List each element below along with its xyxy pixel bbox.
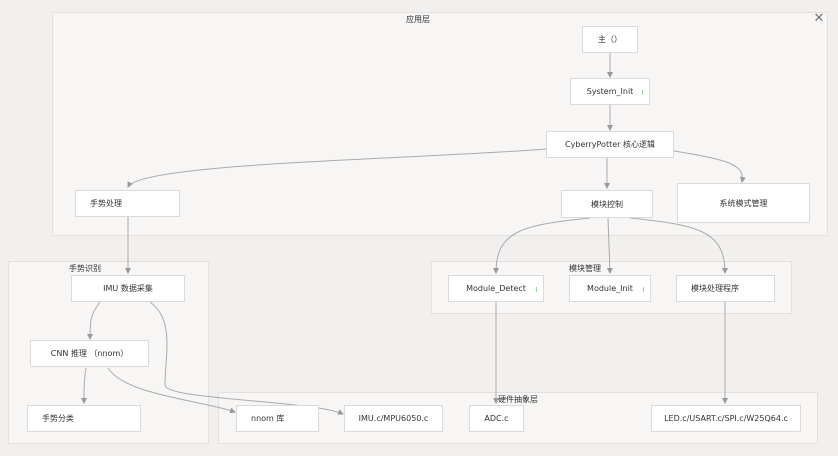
close-icon[interactable]: ✕ (813, 11, 825, 26)
node-system-init-label: System_Init (586, 87, 634, 96)
node-adc-file-label: ADC.c (484, 414, 509, 423)
node-nnom-lib-label: nnom 库 (251, 414, 285, 423)
node-gesture-handle-label: 手势处理 (90, 199, 122, 208)
group-app-layer-label: 应用层 (406, 15, 430, 24)
node-module-detect[interactable]: Module_Detect (448, 275, 544, 302)
group-gesture-recognition-label: 手势识别 (69, 264, 101, 273)
node-marker (642, 89, 643, 95)
node-module-proc[interactable]: 模块处理程序 (676, 275, 775, 302)
node-imu-collect-label: IMU 数据采集 (103, 284, 153, 293)
node-cnn-infer[interactable]: CNN 推理 （nnom） (30, 340, 149, 367)
node-system-init[interactable]: System_Init (570, 78, 650, 105)
node-gesture-classify-label: 手势分类 (42, 414, 74, 423)
node-gesture-handle[interactable]: 手势处理 (75, 190, 180, 217)
node-module-control-label: 模块控制 (591, 199, 623, 209)
node-main-label: 主（） (598, 35, 622, 44)
node-core-logic-label: CyberryPotter 核心逻辑 (565, 140, 655, 149)
node-periph-files-label: LED.c/USART.c/SPI.c/W25Q64.c (664, 414, 788, 423)
node-module-control[interactable]: 模块控制 (561, 190, 653, 218)
node-sys-mode-mgmt[interactable]: 系统模式管理 (677, 183, 810, 223)
group-hal-layer-label: 硬件抽象层 (498, 395, 538, 404)
node-main[interactable]: 主（） (582, 26, 638, 53)
node-sys-mode-mgmt-label: 系统模式管理 (719, 198, 768, 208)
node-adc-file[interactable]: ADC.c (469, 405, 524, 432)
node-marker (536, 286, 537, 292)
node-module-proc-label: 模块处理程序 (691, 284, 739, 293)
node-gesture-classify[interactable]: 手势分类 (27, 405, 141, 432)
node-imu-collect[interactable]: IMU 数据采集 (71, 275, 185, 302)
group-module-management-label: 模块管理 (569, 264, 601, 273)
node-marker (643, 286, 644, 292)
node-module-init[interactable]: Module_Init (569, 275, 651, 302)
node-nnom-lib[interactable]: nnom 库 (236, 405, 319, 432)
node-cnn-infer-label: CNN 推理 （nnom） (50, 349, 129, 358)
node-periph-files[interactable]: LED.c/USART.c/SPI.c/W25Q64.c (651, 405, 801, 432)
node-imu-file[interactable]: IMU.c/MPU6050.c (344, 405, 443, 432)
node-core-logic[interactable]: CyberryPotter 核心逻辑 (546, 131, 674, 158)
node-module-init-label: Module_Init (587, 284, 633, 293)
node-imu-file-label: IMU.c/MPU6050.c (358, 414, 429, 423)
node-module-detect-label: Module_Detect (466, 284, 526, 293)
